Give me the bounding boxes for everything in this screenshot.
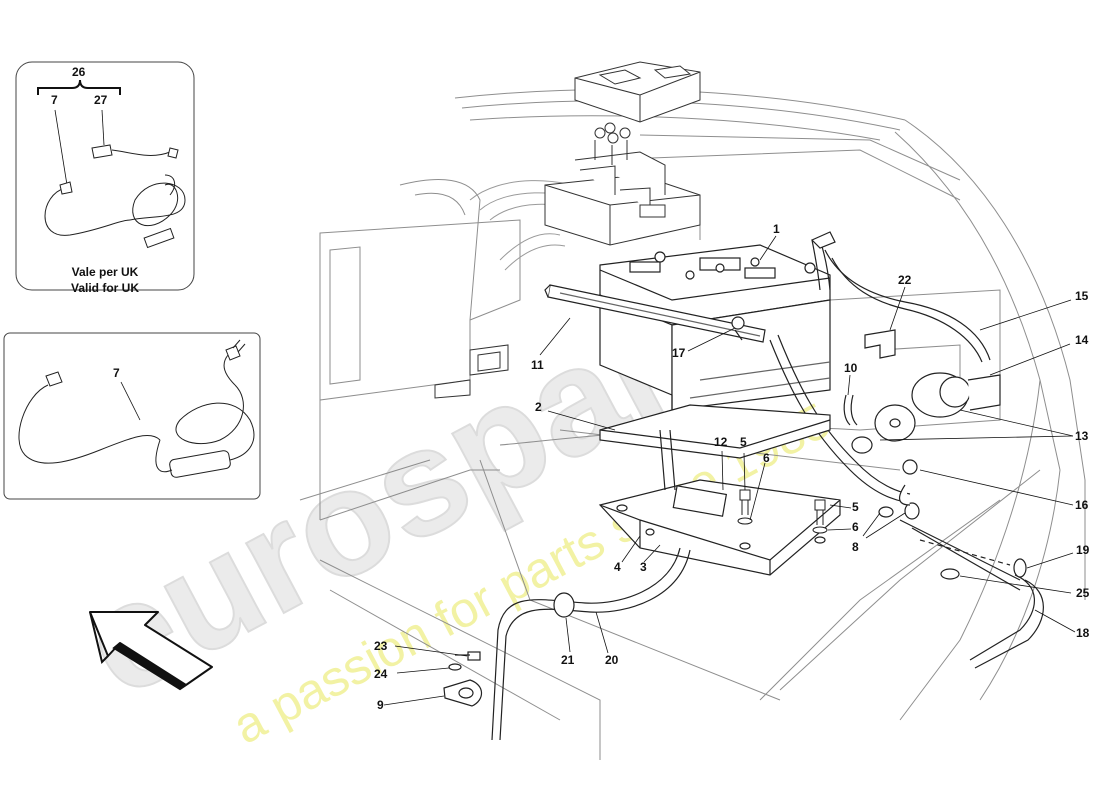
inset-charger-label-7: 7 xyxy=(113,366,120,380)
uk-note-line2: Valid for UK xyxy=(71,281,139,295)
callout-13: 13 xyxy=(1075,429,1089,443)
control-unit xyxy=(574,61,701,123)
trunk-body-outline xyxy=(299,88,1086,760)
callout-8: 8 xyxy=(852,540,859,554)
bolts-washers xyxy=(737,489,828,534)
callout-9: 9 xyxy=(377,698,384,712)
ground-cable xyxy=(769,334,911,503)
fuse-box xyxy=(544,122,701,246)
battery-positive-cable xyxy=(810,231,991,363)
battery-tray xyxy=(599,404,831,459)
hold-down-bar xyxy=(544,284,766,343)
callout-1: 1 xyxy=(773,222,780,236)
callout-15: 15 xyxy=(1075,289,1089,303)
callout-2: 2 xyxy=(535,400,542,414)
right-components xyxy=(851,329,1001,520)
callout-16: 16 xyxy=(1075,498,1089,512)
callout-4: 4 xyxy=(614,560,621,574)
callout-22: 22 xyxy=(898,273,912,287)
callout-10: 10 xyxy=(844,361,858,375)
callout-14: 14 xyxy=(1075,333,1089,347)
callout-18: 18 xyxy=(1076,626,1090,640)
callout-6-right: 6 xyxy=(852,520,859,534)
inset-uk-charger: 26 7 27 Vale per UK Valid for UK xyxy=(15,61,195,295)
clamp-assembly xyxy=(443,651,483,707)
callout-21: 21 xyxy=(561,653,575,667)
callout-20: 20 xyxy=(605,653,619,667)
callout-5-right: 5 xyxy=(852,500,859,514)
inset-label-27: 27 xyxy=(94,93,108,107)
base-plate xyxy=(598,429,841,576)
callout-5-top: 5 xyxy=(740,435,747,449)
left-brackets xyxy=(434,344,509,399)
callout-24: 24 xyxy=(374,667,388,681)
callout-19: 19 xyxy=(1076,543,1090,557)
callout-25: 25 xyxy=(1076,586,1090,600)
inset-label-7: 7 xyxy=(51,93,58,107)
callout-3: 3 xyxy=(640,560,647,574)
callout-17: 17 xyxy=(672,346,686,360)
callout-11: 11 xyxy=(531,358,544,372)
callout-23: 23 xyxy=(374,639,388,653)
drain-hose-left xyxy=(491,547,691,741)
drain-hose-right xyxy=(899,519,1044,669)
inset-charger: 7 xyxy=(3,332,261,500)
forward-direction-arrow xyxy=(89,611,213,691)
uk-note-line1: Vale per UK xyxy=(72,265,139,279)
leader-lines xyxy=(383,235,1076,706)
callouts: 1 2 3 4 5 5 6 6 8 9 10 11 12 13 14 15 16… xyxy=(374,222,1090,712)
inset-group-label: 26 xyxy=(72,65,86,79)
callout-12: 12 xyxy=(714,435,728,449)
callout-6-top: 6 xyxy=(763,451,770,465)
